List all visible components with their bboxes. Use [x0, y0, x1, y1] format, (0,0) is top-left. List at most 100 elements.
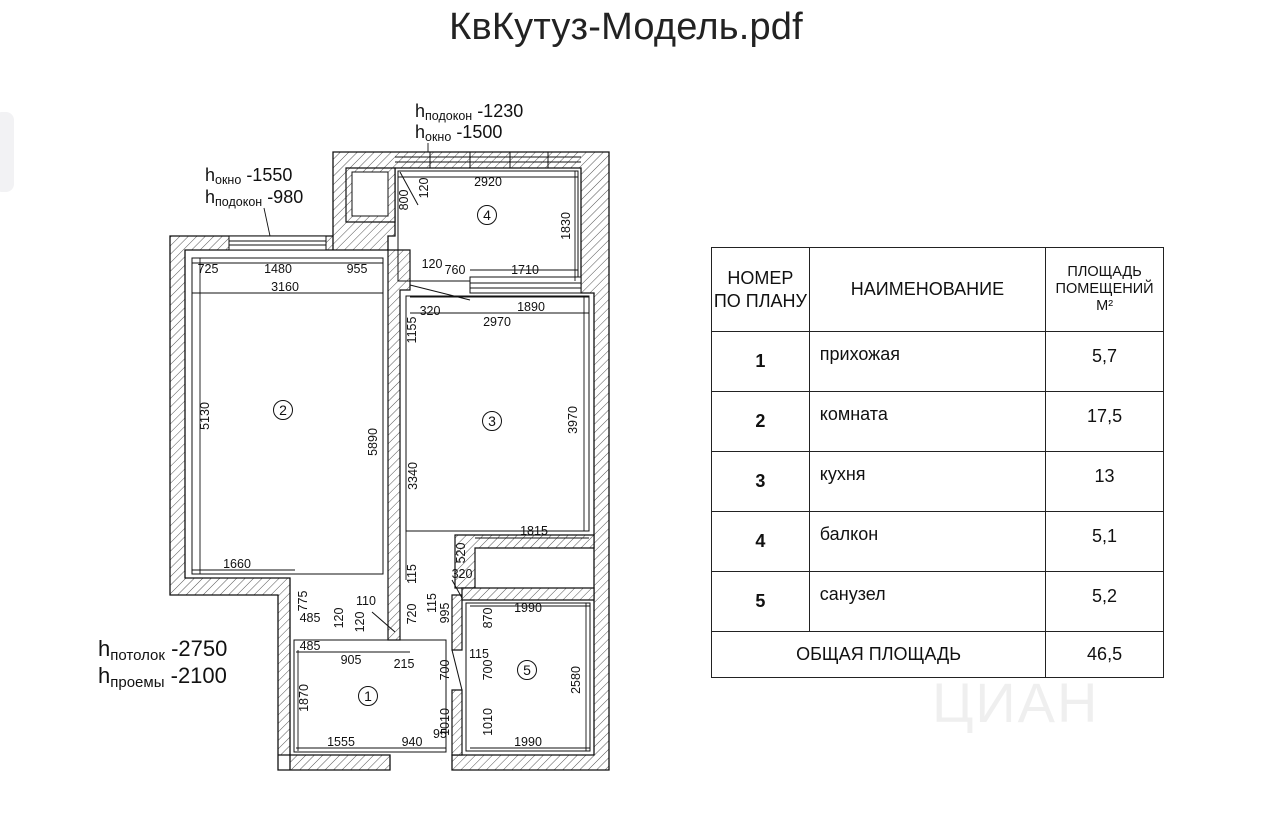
- dim-label: 485: [300, 639, 321, 653]
- dim-label: 1010: [438, 708, 452, 736]
- row-number: 3: [711, 451, 810, 512]
- row-number: 1: [711, 331, 810, 392]
- dim-label: 775: [296, 591, 310, 612]
- dim-label: 320: [420, 304, 441, 318]
- dim-label: 120: [417, 178, 431, 199]
- dimension-lines: [192, 171, 590, 751]
- dim-label: 700: [438, 660, 452, 681]
- dim-label: 870: [481, 608, 495, 629]
- window-balcony-door: [469, 276, 582, 294]
- document-title: КвКутуз-Модель.pdf: [449, 6, 803, 48]
- total-label: ОБЩАЯ ПЛОЩАДЬ: [710, 631, 1047, 678]
- table-row: 4 балкон 5,1: [711, 511, 1164, 572]
- svg-text:hокно -1500: hокно -1500: [415, 122, 502, 144]
- room-markers: [273, 205, 537, 706]
- row-number: 5: [711, 571, 810, 632]
- room-outline-5: [465, 602, 591, 752]
- dim-label: 1990: [514, 601, 542, 615]
- dim-label: 800: [397, 190, 411, 211]
- dim-label: 110: [356, 594, 376, 608]
- dim-label: 1155: [405, 317, 419, 344]
- dim-label: 120: [353, 612, 367, 633]
- table-header-row: НОМЕР ПО ПЛАНУ НАИМЕНОВАНИЕ ПЛОЩАДЬ ПОМЕ…: [711, 247, 1164, 332]
- dimension-labels: 2920 120 760 1710 725 1480 955 3160 320 …: [198, 175, 548, 749]
- door-swings: [371, 171, 471, 691]
- dim-label: 940: [402, 735, 423, 749]
- room-number-1: 1: [364, 688, 372, 704]
- dim-label: 215: [394, 657, 415, 671]
- row-area: 5,2: [1045, 571, 1164, 632]
- row-area: 17,5: [1045, 391, 1164, 452]
- row-number: 4: [711, 511, 810, 572]
- dim-label: 3160: [271, 280, 299, 294]
- interior-wall-bath: [451, 594, 463, 756]
- dim-label: 95: [433, 727, 447, 741]
- dim-label: 995: [438, 603, 452, 624]
- dim-label: 115: [425, 593, 439, 613]
- dim-label: 3970: [566, 406, 580, 434]
- table-row: 1 прихожая 5,7: [711, 331, 1164, 392]
- row-name: санузел: [808, 571, 1047, 632]
- table-row: 2 комната 17,5: [711, 391, 1164, 452]
- dim-label: 905: [341, 653, 362, 667]
- room-number-2: 2: [279, 402, 287, 418]
- dim-label: 700: [481, 660, 495, 681]
- dim-label: 115: [469, 647, 489, 661]
- row-name: прихожая: [808, 331, 1047, 392]
- dim-label: 320: [452, 567, 473, 581]
- dim-label: 120: [422, 257, 443, 271]
- table-total-row: ОБЩАЯ ПЛОЩАДЬ 46,5: [710, 631, 1164, 678]
- row-name: комната: [808, 391, 1047, 452]
- dim-label: 1890: [517, 300, 545, 314]
- dim-label: 720: [405, 604, 419, 625]
- room-schedule-table: НОМЕР ПО ПЛАНУ НАИМЕНОВАНИЕ ПЛОЩАДЬ ПОМЕ…: [710, 247, 1164, 678]
- dim-label: 760: [445, 263, 466, 277]
- dim-label: 5890: [366, 428, 380, 456]
- window-left: [228, 235, 327, 251]
- dim-label: 2920: [474, 175, 502, 189]
- dim-label: 955: [347, 262, 368, 276]
- dim-label: 115: [405, 564, 419, 584]
- header-name: НАИМЕНОВАНИЕ: [808, 247, 1047, 332]
- header-area: ПЛОЩАДЬ ПОМЕЩЕНИЙ М²: [1045, 247, 1164, 332]
- table-row: 3 кухня 13: [711, 451, 1164, 512]
- dim-label: 1815: [520, 524, 548, 538]
- interior-wall-kitchen: [454, 534, 595, 589]
- row-area: 5,1: [1045, 511, 1164, 572]
- room-number-5: 5: [523, 662, 531, 678]
- room-number-3: 3: [488, 413, 496, 429]
- svg-text:hокно -1550: hокно -1550: [205, 165, 292, 187]
- table-row: 5 санузел 5,2: [711, 571, 1164, 632]
- dim-label: 520: [454, 543, 468, 564]
- svg-text:hподокон -1230: hподокон -1230: [415, 101, 523, 123]
- dimension-labels-vertical: 120 800 1830 1155 5130 5890 3340 3970 52…: [198, 178, 583, 736]
- note-left-window: hокно -1550 hподокон -980: [205, 165, 303, 237]
- dim-label: 725: [198, 262, 219, 276]
- dim-label: 2970: [483, 315, 511, 329]
- dim-label: 1010: [481, 708, 495, 736]
- dim-label: 1870: [297, 684, 311, 712]
- dim-label: 1480: [264, 262, 292, 276]
- room-outline-1: [293, 639, 447, 753]
- side-panel-edge: [0, 112, 14, 192]
- total-value: 46,5: [1045, 631, 1164, 678]
- header-area-unit: М²: [1096, 298, 1114, 314]
- row-number: 2: [711, 391, 810, 452]
- dim-label: 1830: [559, 212, 573, 240]
- svg-text:hпроемы -2100: hпроемы -2100: [98, 663, 227, 691]
- room-number-4: 4: [483, 207, 491, 223]
- row-area: 5,7: [1045, 331, 1164, 392]
- watermark: ЦИАН: [932, 671, 1100, 734]
- row-name: кухня: [808, 451, 1047, 512]
- dim-label: 1555: [327, 735, 355, 749]
- dim-label: 1660: [223, 557, 251, 571]
- dim-label: 1990: [514, 735, 542, 749]
- dim-label: 485: [300, 611, 321, 625]
- note-heights: hпотолок -2750 hпроемы -2100: [98, 636, 227, 691]
- dim-label: 3340: [406, 462, 420, 490]
- dim-label: 2580: [569, 666, 583, 694]
- window-top: [395, 151, 581, 168]
- dim-label: 120: [332, 608, 346, 629]
- dim-label: 1710: [511, 263, 539, 277]
